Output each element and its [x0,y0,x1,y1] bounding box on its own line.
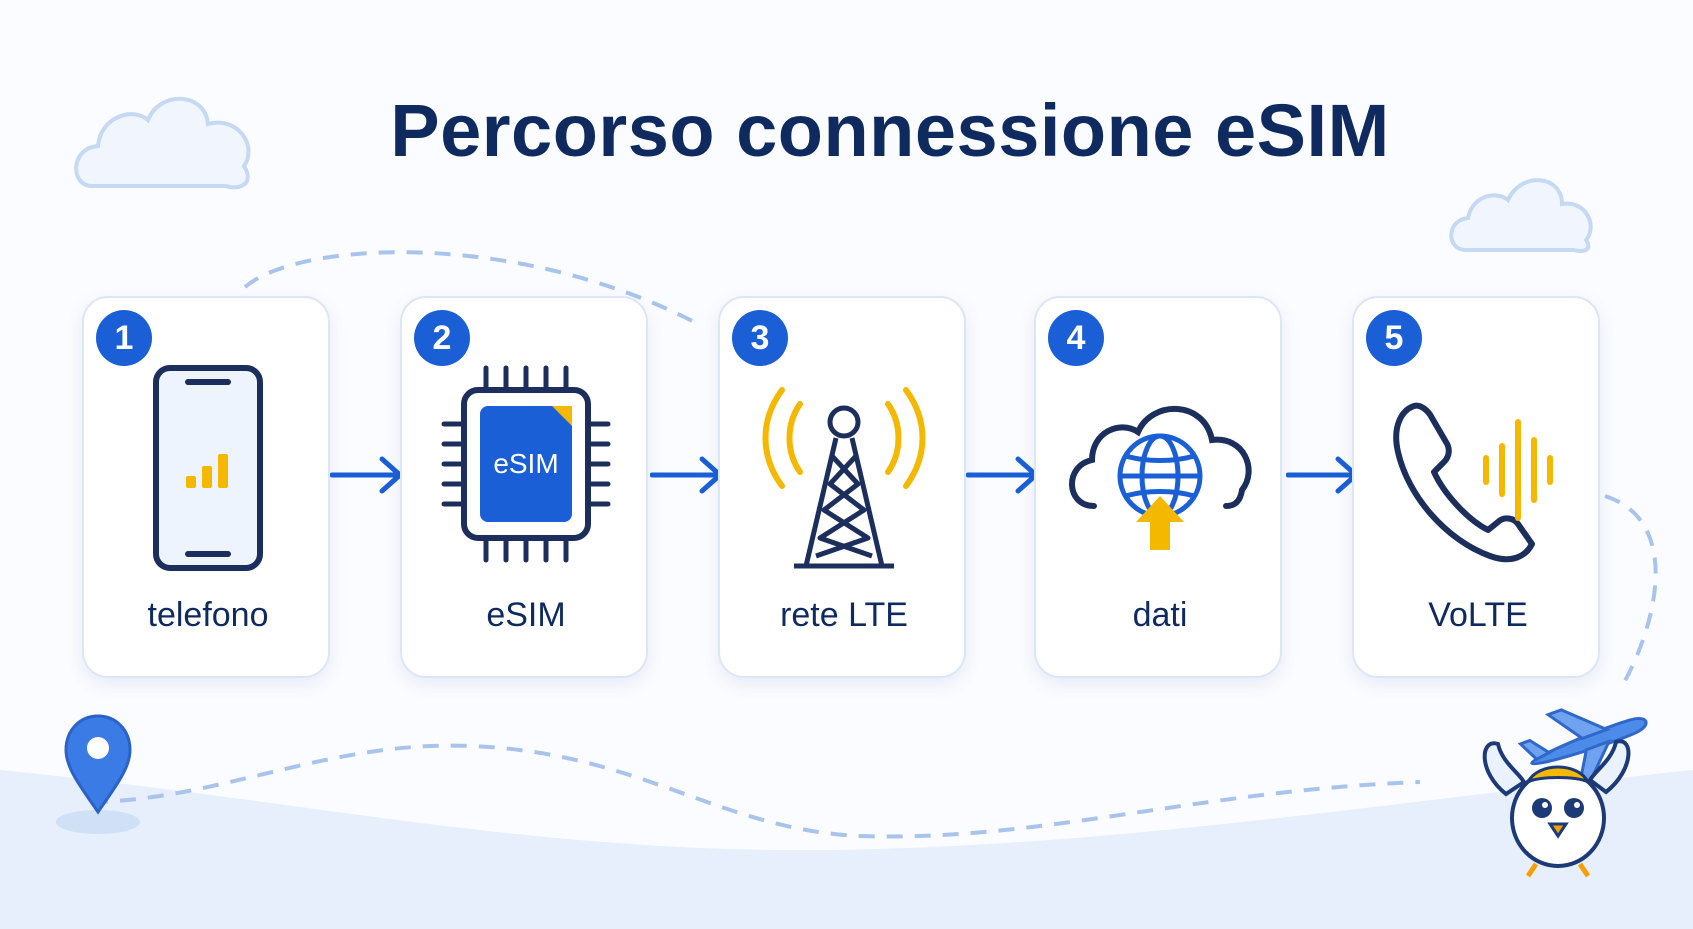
step-number-badge: 3 [732,310,788,366]
chip-text: eSIM [493,448,558,479]
smartphone-icon [153,365,263,571]
step-card-volte: 5 VoLTE [1352,296,1600,678]
arrow-right-icon [966,456,1039,494]
step-card-esim: 2 eSIM eSIM [400,296,648,678]
step-card-telefono: 1 telefono [82,296,330,678]
cloud-globe-upload-icon [1069,406,1252,550]
bird-mascot-icon [1482,739,1631,878]
arrow-right-icon [650,456,723,494]
dashed-route [1604,494,1658,691]
step-label: telefono [147,596,269,634]
cell-tower-icon [762,387,926,569]
phone-call-icon [1393,402,1553,563]
esim-chip-icon: eSIM [441,365,611,563]
step-number-badge: 5 [1366,310,1422,366]
page-title: Percorso connessione eSIM [390,89,1390,172]
location-pin-icon [56,714,140,834]
step-number-badge: 4 [1048,310,1104,366]
step-card-rete-lte: 3 rete LTE [718,296,966,678]
step-label: rete LTE [780,596,908,634]
step-card-dati: 4 dati [1034,296,1282,678]
arrow-right-icon [1286,456,1359,494]
step-number-badge: 2 [414,310,470,366]
step-number-badge: 1 [96,310,152,366]
step-label: dati [1132,596,1188,634]
dashed-route [91,743,1421,839]
arrow-right-icon [330,456,403,494]
step-label: eSIM [486,596,566,634]
step-label: VoLTE [1428,596,1528,634]
airplane-icon [1517,708,1648,787]
cloud-icon [74,96,251,190]
dashed-route [243,250,701,327]
ground-wave [0,770,1693,929]
cloud-icon [1449,178,1593,253]
